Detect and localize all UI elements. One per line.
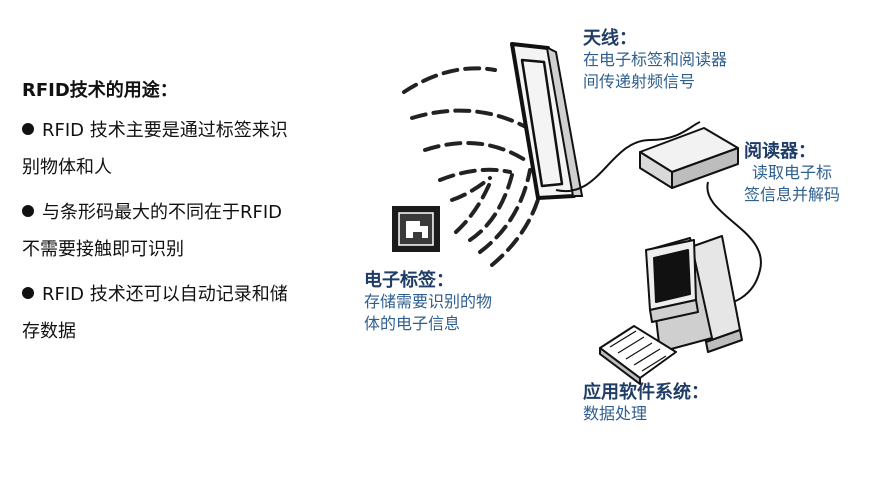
bullet-2: 与条形码最大的不同在于RFID 不需要接触即可识别 <box>22 194 352 268</box>
reader-icon <box>639 127 739 189</box>
antenna-label-desc-2: 间传递射频信号 <box>583 72 696 91</box>
wave-arc-2 <box>450 176 492 202</box>
wave-arc-3 <box>468 173 514 242</box>
antenna-label-desc-1: 在电子标签和阅读器 <box>583 50 728 69</box>
reader-label-title: 阅读器： <box>744 141 816 162</box>
wave-arc-1 <box>454 176 494 234</box>
tag-label-desc-2: 体的电子信息 <box>364 314 461 333</box>
bullet-dot <box>22 287 34 299</box>
bullet-1-line1: RFID 技术主要是通过标签来识 <box>42 120 288 141</box>
uses-title: RFID技术的用途： <box>22 80 178 101</box>
bullet-dot <box>22 123 34 135</box>
reader-label-desc-1: 读取电子标 <box>752 163 833 182</box>
tag-label-title: 电子标签： <box>364 270 454 291</box>
bullet-3-line1: RFID 技术还可以自动记录和储 <box>42 284 288 305</box>
wave-arc-8 <box>410 108 537 134</box>
reader-label-desc-2: 签信息并解码 <box>744 185 841 204</box>
bullet-3-line2: 存数据 <box>22 321 76 342</box>
wave-arc-9 <box>402 66 497 94</box>
tag-label-desc-1: 存储需要识别的物 <box>364 292 493 311</box>
software-label-title: 应用软件系统： <box>583 382 709 403</box>
bullet-2-line1: 与条形码最大的不同在于RFID <box>42 202 283 223</box>
rfid-tag-icon <box>392 206 440 252</box>
antenna-label-title: 天线： <box>583 28 637 49</box>
wave-arc-5 <box>478 168 532 254</box>
wave-arc-4 <box>438 167 512 182</box>
bullet-dot <box>22 205 34 217</box>
wave-arc-6 <box>423 140 527 162</box>
antenna-icon <box>510 42 584 200</box>
bullet-2-line2: 不需要接触即可识别 <box>22 239 184 260</box>
software-label-desc-1: 数据处理 <box>583 404 648 423</box>
bullet-1-line2: 别物体和人 <box>22 157 112 178</box>
cable-antenna-reader <box>555 121 701 193</box>
bullet-3: RFID 技术还可以自动记录和储 存数据 <box>22 276 352 350</box>
computer-icon <box>599 235 743 385</box>
bullet-1: RFID 技术主要是通过标签来识 别物体和人 <box>22 112 352 186</box>
